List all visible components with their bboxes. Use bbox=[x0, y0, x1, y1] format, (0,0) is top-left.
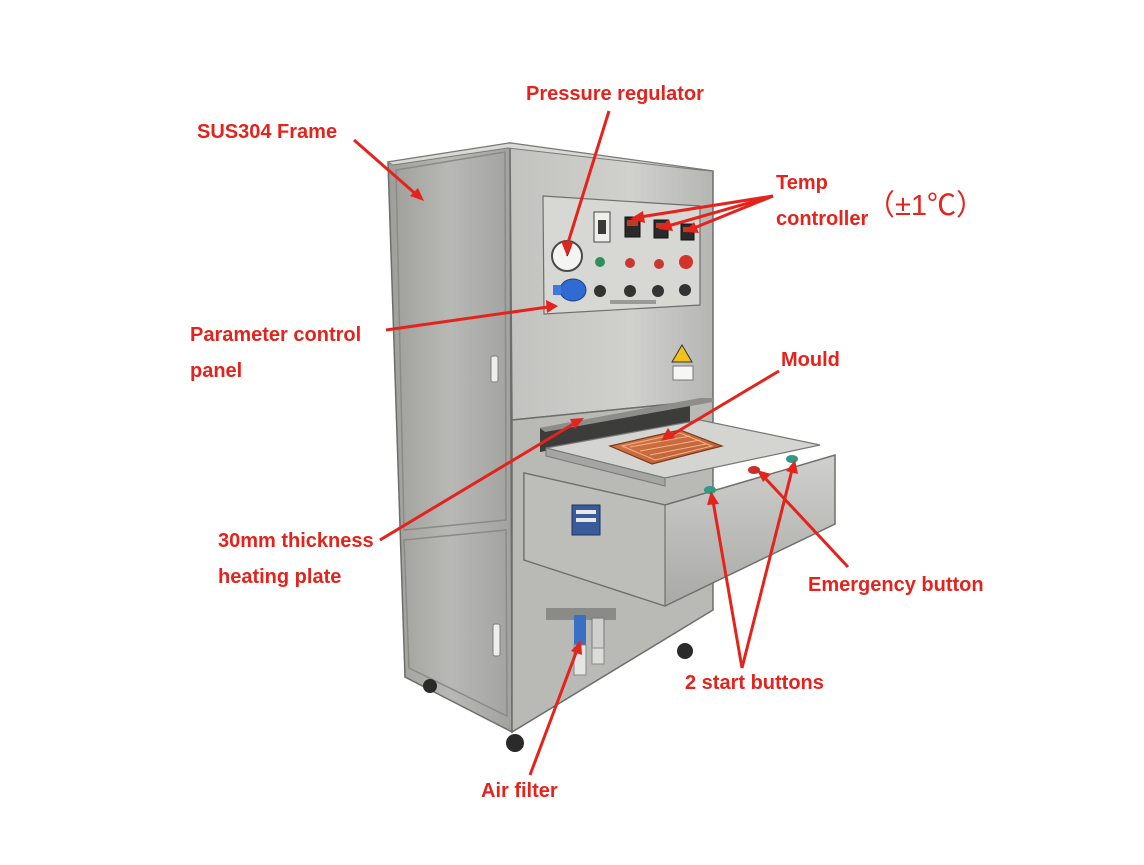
start-buttons-label: 2 start buttons bbox=[685, 672, 824, 694]
annotation-arrows bbox=[353, 110, 850, 776]
sus304-frame-label: SUS304 Frame bbox=[197, 121, 338, 143]
drawer bbox=[523, 453, 836, 607]
temp-controller-label-line1: Temp bbox=[776, 172, 828, 194]
temp-controller-label-line2: controller bbox=[776, 208, 869, 230]
start-button-1 bbox=[704, 486, 716, 494]
emergency-button-marker bbox=[748, 466, 760, 474]
warning-sticker bbox=[671, 344, 694, 381]
heating-chamber bbox=[540, 398, 713, 452]
air-filter-label: Air filter bbox=[481, 780, 558, 802]
mould-label: Mould bbox=[781, 349, 840, 371]
pressure-regulator-label: Pressure regulator bbox=[526, 83, 704, 105]
heating-plate-label-line1: 30mm thickness bbox=[218, 530, 374, 552]
control-panel bbox=[542, 195, 701, 315]
parameter-panel-label-line1: Parameter control bbox=[190, 324, 362, 346]
temp-tolerance-label: （±1℃） bbox=[866, 190, 986, 222]
heating-plate-label-line2: heating plate bbox=[218, 566, 342, 588]
cabinet-side bbox=[387, 142, 513, 734]
parameter-panel-label-line2: panel bbox=[190, 360, 243, 382]
mould bbox=[608, 429, 724, 465]
start-button-2 bbox=[786, 455, 798, 463]
emergency-button-label: Emergency button bbox=[808, 574, 984, 596]
casters bbox=[423, 643, 693, 752]
